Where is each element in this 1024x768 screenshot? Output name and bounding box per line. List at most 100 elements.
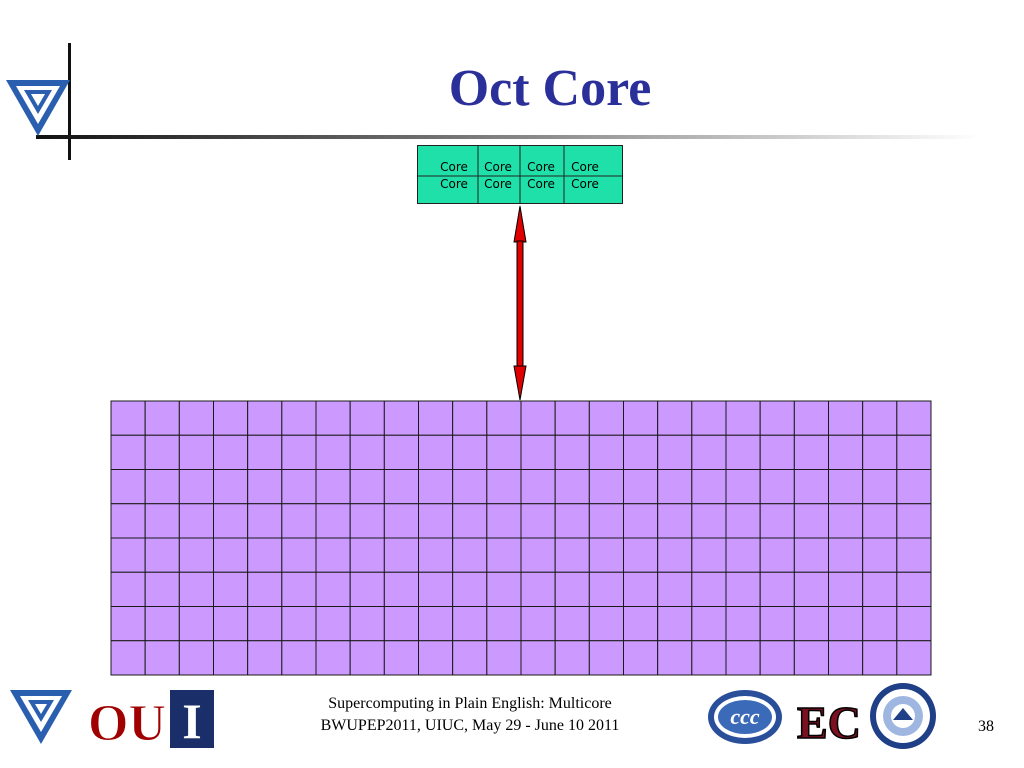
memory-cell (691, 400, 727, 436)
memory-cell (691, 537, 727, 573)
memory-cell (247, 537, 283, 573)
memory-cell (144, 640, 180, 676)
memory-cell (315, 469, 351, 505)
core-label: Core (571, 160, 599, 174)
memory-cell (623, 503, 659, 539)
ec-logo-icon: EC (796, 696, 861, 749)
memory-cell (418, 503, 454, 539)
memory-cell (759, 469, 795, 505)
memory-cell (588, 434, 624, 470)
memory-cell (452, 434, 488, 470)
memory-cell (281, 434, 317, 470)
memory-cell (383, 400, 419, 436)
memory-cell (281, 606, 317, 642)
memory-cell (588, 503, 624, 539)
memory-cell (896, 400, 932, 436)
memory-cell (623, 400, 659, 436)
memory-cell (828, 503, 864, 539)
memory-cell (725, 503, 761, 539)
memory-cell (213, 640, 249, 676)
memory-cell (281, 503, 317, 539)
memory-cell (247, 606, 283, 642)
memory-cell (623, 640, 659, 676)
bus-arrow (513, 205, 527, 401)
memory-cell (213, 469, 249, 505)
memory-cell (793, 640, 830, 676)
memory-cell (418, 606, 454, 642)
memory-cell (862, 537, 898, 573)
header-vertical-rule (68, 43, 71, 160)
memory-cell (315, 537, 351, 573)
memory-cell (896, 469, 932, 505)
memory-cell (691, 503, 727, 539)
memory-cell (418, 400, 454, 436)
ou-logo-icon: OU (88, 695, 167, 753)
memory-cell (110, 400, 146, 436)
memory-cell (383, 606, 419, 642)
memory-cell (452, 537, 488, 573)
arrow-head-down (513, 365, 527, 401)
memory-cell (520, 469, 556, 505)
memory-cell (486, 469, 522, 505)
memory-cell (349, 503, 385, 539)
processor-gridlines (417, 145, 623, 204)
memory-cell (896, 640, 932, 676)
memory-cell (349, 537, 385, 573)
memory-cell (315, 503, 351, 539)
memory-cell (725, 469, 761, 505)
memory-cell (862, 400, 898, 436)
memory-cell (793, 571, 830, 607)
university-seal-icon (870, 683, 936, 749)
memory-cell (828, 606, 864, 642)
memory-cell (315, 400, 351, 436)
memory-cell (486, 571, 522, 607)
memory-cell (657, 571, 693, 607)
core-label: Core (440, 160, 468, 174)
memory-cell (213, 400, 249, 436)
memory-cell (588, 400, 624, 436)
memory-cell (725, 537, 761, 573)
memory-cell (178, 503, 214, 539)
memory-cell (793, 434, 830, 470)
slide-title: Oct Core (448, 60, 652, 117)
memory-cell (828, 400, 864, 436)
memory-cell (247, 469, 283, 505)
footer-line-2: BWUPEP2011, UIUC, May 29 - June 10 2011 (320, 717, 620, 734)
memory-cell (486, 640, 522, 676)
memory-cell (452, 503, 488, 539)
memory-cell (725, 571, 761, 607)
memory-cell (418, 537, 454, 573)
memory-cell (315, 606, 351, 642)
memory-cell (315, 434, 351, 470)
memory-cell (383, 434, 419, 470)
memory-cell (828, 537, 864, 573)
memory-cell (896, 434, 932, 470)
memory-cell (247, 503, 283, 539)
core-label: Core (484, 177, 512, 191)
memory-grid (110, 400, 932, 676)
memory-cell (178, 571, 214, 607)
memory-cell (554, 640, 590, 676)
memory-cell (691, 469, 727, 505)
memory-cell (213, 571, 249, 607)
memory-cell (452, 400, 488, 436)
memory-cell (144, 571, 180, 607)
memory-cell (862, 606, 898, 642)
memory-cell (759, 571, 795, 607)
memory-cell (144, 503, 180, 539)
memory-cell (144, 537, 180, 573)
core-label: Core (527, 177, 555, 191)
triangle-logo-icon (6, 80, 70, 136)
memory-cell (691, 640, 727, 676)
memory-cell (178, 400, 214, 436)
memory-cell (178, 606, 214, 642)
memory-cell (349, 469, 385, 505)
memory-cell (281, 537, 317, 573)
memory-cell (520, 571, 556, 607)
memory-cell (178, 434, 214, 470)
core-label: Core (571, 177, 599, 191)
memory-cell (178, 640, 214, 676)
memory-cell (588, 606, 624, 642)
memory-cell (110, 537, 146, 573)
memory-cell (110, 434, 146, 470)
